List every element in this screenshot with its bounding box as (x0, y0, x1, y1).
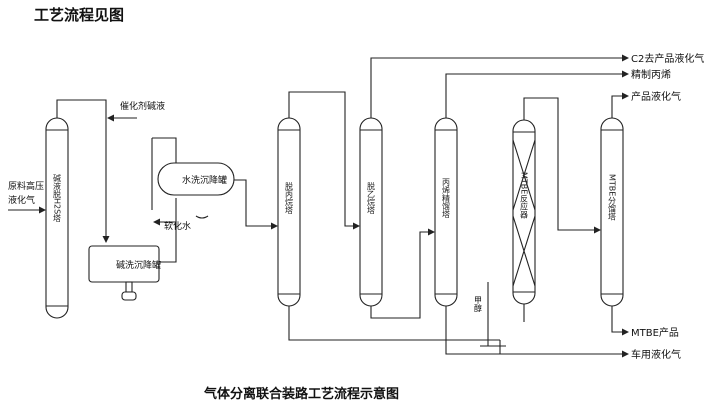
catalyst-caustic-label: 催化剂碱液 (120, 100, 165, 112)
feed-label-2: 液化气 (8, 194, 35, 206)
c2-outlet-line (370, 54, 629, 118)
water-settler-label: 水洗沉降罐 (182, 174, 227, 186)
deethanizer-column: 脱乙烷塔 (359, 117, 383, 307)
mtbe-reactor: MTBE反应器 (512, 119, 536, 305)
water-wash-settler: 水洗沉降罐 (157, 162, 235, 196)
refined-propylene-label: 精制丙烯 (631, 68, 671, 81)
vehicle-lpg-label: 车用液化气 (631, 348, 681, 361)
product-lpg-label: 产品液化气 (631, 90, 681, 103)
deethanizer-label: 脱乙烷塔 (367, 181, 376, 215)
mtbe-fractionator-label: MTBE分馏塔 (608, 174, 617, 221)
caustic-to-water-line (159, 232, 177, 263)
mtbe-product-line (611, 306, 629, 336)
deethanizer-to-propylene-line (370, 228, 435, 319)
propylene-rectification-column: 丙烯精馏塔 (434, 117, 458, 307)
reactor-to-fractionator-line (523, 97, 601, 234)
caustic-settler: 碱洗沉降罐 (88, 245, 161, 301)
soft-water-label: 软化水 (164, 220, 191, 232)
page-title: 工艺流程见图 (34, 6, 124, 24)
depropanizer-label: 脱丙烷塔 (285, 181, 294, 215)
c2-out-label: C2去产品液化气 (631, 52, 704, 65)
water-settler-vent (152, 137, 177, 163)
caustic-tower-label: 碱液脱H2S塔 (53, 174, 62, 223)
caustic-settler-label: 碱洗沉降罐 (116, 259, 161, 271)
water-outlet (195, 215, 209, 219)
water-to-depropanizer-line (234, 179, 278, 230)
vehicle-lpg-line (445, 324, 629, 358)
depropanizer-overhead-line (288, 91, 360, 230)
caustic-h2s-tower: 碱液脱H2S塔 (45, 117, 69, 319)
methanol-label: 甲醇 (474, 296, 483, 313)
diagram-caption: 气体分离联合装路工艺流程示意图 (204, 386, 399, 402)
refined-propylene-line (445, 70, 629, 118)
depropanizer-column: 脱丙烷塔 (277, 117, 301, 307)
feed-label-1: 原料高压 (8, 180, 44, 192)
propylene-column-label: 丙烯精馏塔 (442, 178, 451, 219)
mtbe-reactor-label: MTBE反应器 (520, 172, 529, 219)
depropanizer-bottom-line (288, 306, 500, 341)
tower1-overhead-line (56, 99, 110, 243)
mtbe-fractionator: MTBE分馏塔 (600, 117, 624, 307)
product-lpg-line (611, 92, 629, 118)
mtbe-product-label: MTBE产品 (631, 326, 679, 339)
